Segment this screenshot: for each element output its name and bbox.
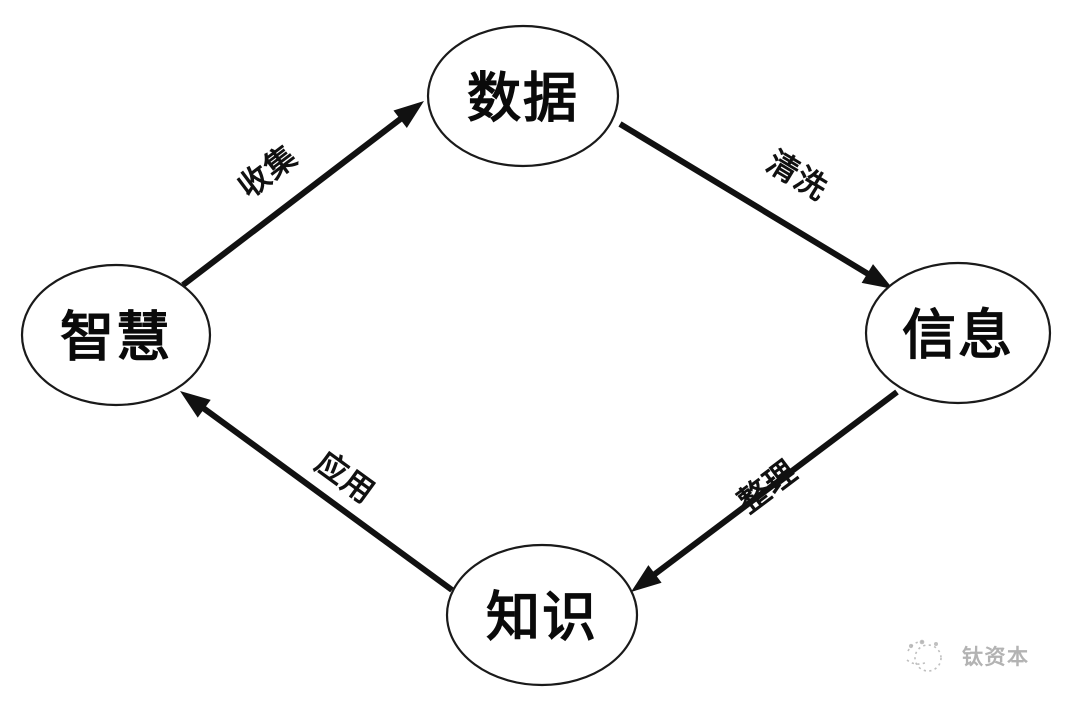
- edge-collect-arrowhead: [393, 101, 424, 128]
- watermark-logo-ring: [914, 644, 942, 672]
- node-data-label: 数据: [467, 67, 579, 130]
- node-knowledge-ellipse: [445, 543, 639, 687]
- edge-organize-line: [648, 389, 899, 580]
- edge-apply-label: 应用: [309, 445, 382, 512]
- node-information-label: 信息: [902, 304, 1014, 367]
- node-knowledge-label: 知识: [486, 586, 598, 649]
- watermark-logo-swoosh: [906, 640, 928, 665]
- edge-apply[interactable]: 应用: [180, 391, 454, 593]
- edge-organize[interactable]: 整理: [631, 389, 899, 592]
- node-wisdom[interactable]: 智慧: [20, 263, 212, 407]
- edge-clean-label: 清洗: [760, 144, 833, 208]
- watermark-label: 钛资本: [962, 645, 1030, 669]
- edge-collect-label: 收集: [232, 138, 305, 205]
- edge-apply-arrowhead: [180, 391, 211, 418]
- node-knowledge[interactable]: 知识: [445, 543, 639, 687]
- edges-layer: 收集 清洗 整理 应用: [180, 101, 899, 593]
- node-wisdom-label: 智慧: [60, 306, 172, 369]
- nodes-layer: 智慧 数据 信息 知识: [20, 24, 1052, 687]
- edge-clean-arrowhead: [861, 264, 893, 289]
- node-data[interactable]: 数据: [426, 24, 620, 168]
- edge-collect-line: [181, 113, 407, 288]
- edge-collect[interactable]: 收集: [181, 101, 424, 288]
- edge-organize-arrowhead: [631, 565, 662, 592]
- node-information[interactable]: 信息: [864, 261, 1052, 405]
- node-data-ellipse: [426, 24, 620, 168]
- node-wisdom-ellipse: [20, 263, 212, 407]
- edge-apply-line: [198, 403, 454, 593]
- watermark-logo-dot-c: [934, 642, 938, 646]
- edge-clean-line: [618, 121, 874, 279]
- edge-clean[interactable]: 清洗: [618, 121, 893, 289]
- node-information-ellipse: [864, 261, 1052, 405]
- watermark-logo-icon: [906, 639, 942, 672]
- watermark: 钛资本: [906, 639, 1030, 672]
